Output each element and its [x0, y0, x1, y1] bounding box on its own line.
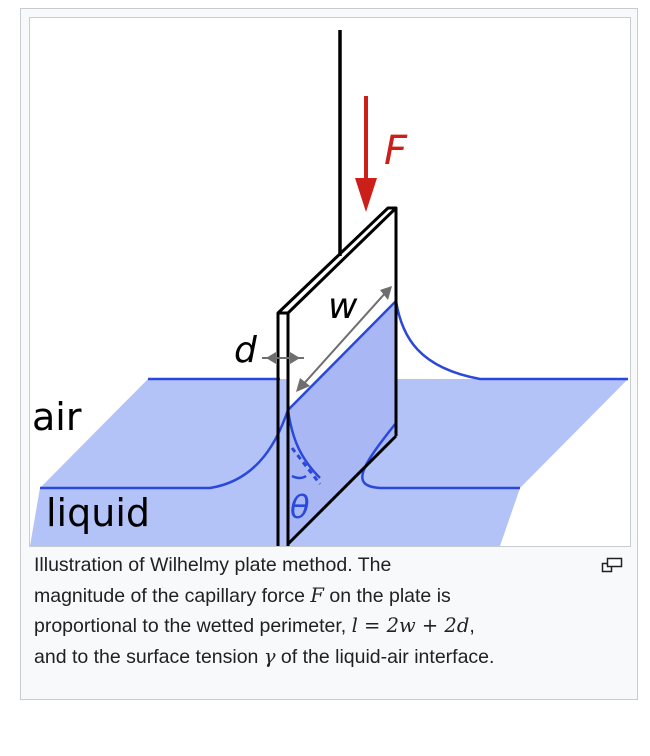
liquid-label: liquid	[46, 491, 150, 535]
diagram-frame[interactable]: F w d θ air liquid	[29, 17, 631, 547]
thickness-dimension-arrow	[262, 352, 304, 364]
force-symbol: F	[310, 583, 324, 607]
caption-text: ,	[469, 615, 475, 637]
meniscus-left	[40, 410, 288, 546]
contact-line-right	[394, 300, 628, 381]
thickness-label: d	[234, 330, 258, 371]
angle-label: θ	[290, 488, 310, 526]
plate-wetted-face	[288, 301, 396, 546]
magnify-clip-icon[interactable]	[601, 557, 623, 573]
tension-symbol: γ	[263, 644, 276, 668]
force-label: F	[384, 128, 408, 174]
caption-line-4: and to the surface tension γ of the liqu…	[34, 642, 594, 673]
caption-line-1: Illustration of Wilhelmy plate method. T…	[34, 551, 594, 581]
contact-line-front-left	[40, 409, 290, 490]
width-label: w	[328, 286, 358, 327]
contact-line-front-right	[361, 422, 520, 490]
caption-text: proportional to the wetted perimeter,	[34, 615, 352, 637]
figure-caption: Illustration of Wilhelmy plate method. T…	[34, 551, 594, 672]
caption-text: on the plate is	[323, 584, 451, 607]
caption-text: and to the surface tension	[34, 645, 264, 668]
caption-line-3: proportional to the wetted perimeter, l …	[34, 611, 594, 642]
contact-angle-marker	[290, 447, 322, 485]
caption-text: of the liquid-air interface.	[275, 645, 495, 668]
caption-text: magnitude of the capillary force	[34, 584, 311, 607]
plate-outline	[276, 206, 398, 546]
plate-dry-face	[288, 208, 396, 410]
force-arrow	[355, 96, 377, 212]
width-dimension-arrow	[296, 286, 392, 392]
caption-text: Illustration of Wilhelmy plate method. T…	[34, 554, 392, 576]
caption-line-2: magnitude of the capillary force F on th…	[34, 581, 594, 612]
enlarge-icon	[601, 557, 623, 573]
figure-thumbnail: F w d θ air liquid	[20, 8, 638, 700]
air-label: air	[32, 395, 82, 439]
contact-line-front-plate	[287, 300, 397, 411]
perimeter-formula: l = 2w + 2d	[351, 614, 470, 637]
wilhelmy-plate-diagram: F w d θ air liquid	[30, 30, 628, 546]
